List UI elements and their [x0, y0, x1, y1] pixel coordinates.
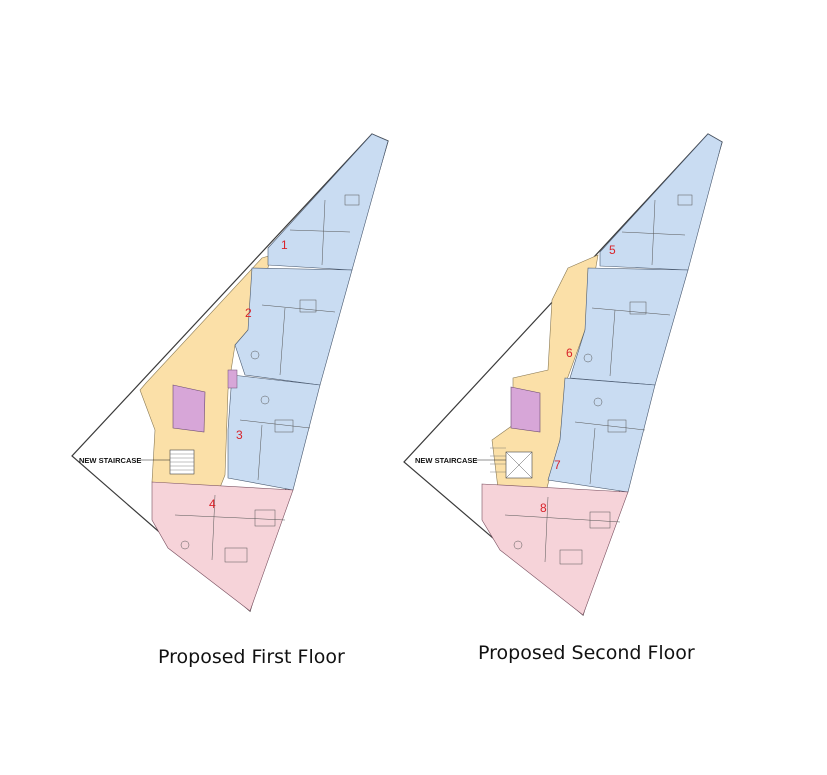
second-floor-unit-number: 6 [566, 346, 573, 360]
second-floor-lift [510, 386, 541, 433]
first-floor-unit-4-area [151, 481, 294, 612]
second-floor-unit-number: 8 [540, 501, 547, 515]
first-floor-staircase-label: NEW STAIRCASE [79, 456, 141, 465]
first-floor-unit-number: 1 [281, 238, 288, 252]
first-floor-plan: 1 2 3 4 NEW STAIRCASE [71, 133, 389, 613]
first-floor-interior-walls [174, 194, 360, 563]
second-floor-staircase-label: NEW STAIRCASE [415, 456, 477, 465]
first-floor-unit-2-area [234, 267, 353, 386]
second-floor-unit-7-area [547, 377, 656, 493]
second-floor-unit-number: 5 [609, 243, 616, 257]
second-floor-unit-number: 7 [554, 458, 561, 472]
second-floor-unit-6-area [569, 267, 689, 386]
first-floor-small-riser [227, 369, 238, 389]
first-floor-staircase [140, 449, 195, 475]
first-floor-unit-number: 2 [245, 306, 252, 320]
second-floor-staircase [475, 447, 533, 479]
second-floor-caption: Proposed Second Floor [478, 642, 695, 664]
first-floor-unit-number: 4 [209, 497, 216, 511]
first-floor-unit-3-area [227, 374, 321, 491]
first-floor-caption: Proposed First Floor [158, 646, 345, 668]
first-floor-unit-1-area [267, 133, 389, 271]
second-floor-plan: 5 6 7 8 NEW STAIRCASE [403, 133, 723, 617]
second-floor-interior-walls [504, 194, 693, 565]
second-floor-unit-8-area [481, 483, 629, 616]
second-floor-unit-5-area [599, 133, 723, 271]
first-floor-lift [172, 384, 206, 433]
first-floor-unit-number: 3 [236, 428, 243, 442]
